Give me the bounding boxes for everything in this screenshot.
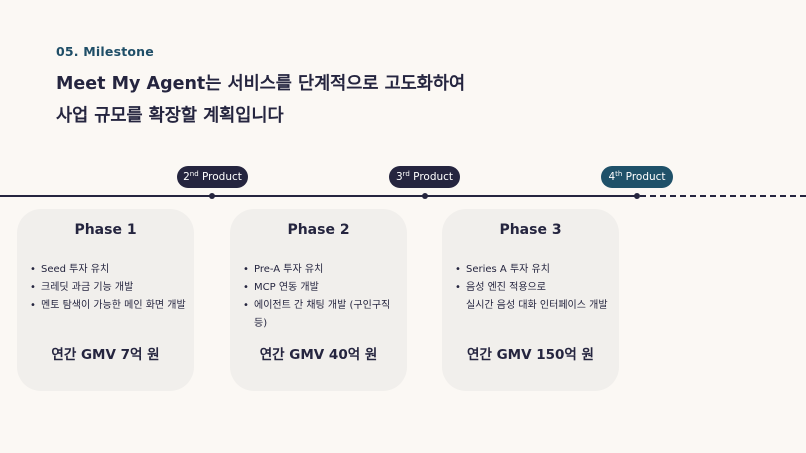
timeline-dot-3rd: [422, 193, 428, 199]
milestone-4th-product: 4th Product: [601, 166, 673, 188]
milestone-ordinal: 4: [608, 171, 616, 183]
milestone-suffix: th: [615, 170, 623, 178]
list-item: 크레딧 과금 기능 개발: [30, 279, 188, 297]
phase-item-list: Series A 투자 유치 음성 엔진 적용으로 실시간 음성 대화 인터페이…: [455, 261, 613, 315]
milestone-2nd-product: 2nd Product: [177, 166, 248, 188]
phase-title: Phase 2: [287, 222, 350, 238]
phase-card-2: Phase 2 Pre-A 투자 유치 MCP 연동 개발 에이전트 간 채팅 …: [230, 209, 407, 391]
timeline-dot-4th: [634, 193, 640, 199]
milestone-ordinal: 3: [395, 171, 403, 183]
page-title: Meet My Agent는 서비스를 단계적으로 고도화하여 사업 규모를 확…: [56, 68, 465, 132]
phase-card-3: Phase 3 Series A 투자 유치 음성 엔진 적용으로 실시간 음성…: [442, 209, 619, 391]
phase-gmv: 연간 GMV 40억 원: [259, 347, 378, 363]
milestone-ordinal: 2: [183, 171, 190, 183]
timeline-future-line: [640, 195, 806, 197]
milestone-3rd-product: 3rd Product: [389, 166, 460, 188]
phase-gmv: 연간 GMV 7억 원: [51, 347, 160, 363]
milestone-suffix: rd: [402, 170, 410, 178]
milestone-label: Product: [625, 171, 666, 183]
milestone-suffix: nd: [189, 170, 199, 178]
timeline-dot-2nd: [209, 193, 215, 199]
phase-item-list: Seed 투자 유치 크레딧 과금 기능 개발 멘토 탐색이 가능한 메인 화면…: [30, 261, 188, 315]
list-item: 멘토 탐색이 가능한 메인 화면 개발: [30, 297, 188, 315]
milestone-label: Product: [413, 171, 454, 183]
phase-title: Phase 3: [499, 222, 562, 238]
list-item: 에이전트 간 채팅 개발 (구인구직 등): [243, 297, 401, 333]
page-title-line-1: Meet My Agent는 서비스를 단계적으로 고도화하여: [56, 74, 466, 94]
section-label: 05. Milestone: [56, 44, 154, 59]
timeline-line: [0, 195, 637, 197]
list-item: Seed 투자 유치: [30, 261, 188, 279]
list-item: Series A 투자 유치: [455, 261, 613, 279]
page-title-line-2: 사업 규모를 확장할 계획입니다: [56, 106, 284, 126]
list-item: 음성 엔진 적용으로 실시간 음성 대화 인터페이스 개발: [455, 279, 613, 315]
list-item: Pre-A 투자 유치: [243, 261, 401, 279]
list-item: MCP 연동 개발: [243, 279, 401, 297]
milestone-label: Product: [202, 171, 242, 183]
phase-item-list: Pre-A 투자 유치 MCP 연동 개발 에이전트 간 채팅 개발 (구인구직…: [243, 261, 401, 333]
phase-title: Phase 1: [74, 222, 137, 238]
phase-card-1: Phase 1 Seed 투자 유치 크레딧 과금 기능 개발 멘토 탐색이 가…: [17, 209, 194, 391]
phase-gmv: 연간 GMV 150억 원: [467, 347, 594, 363]
